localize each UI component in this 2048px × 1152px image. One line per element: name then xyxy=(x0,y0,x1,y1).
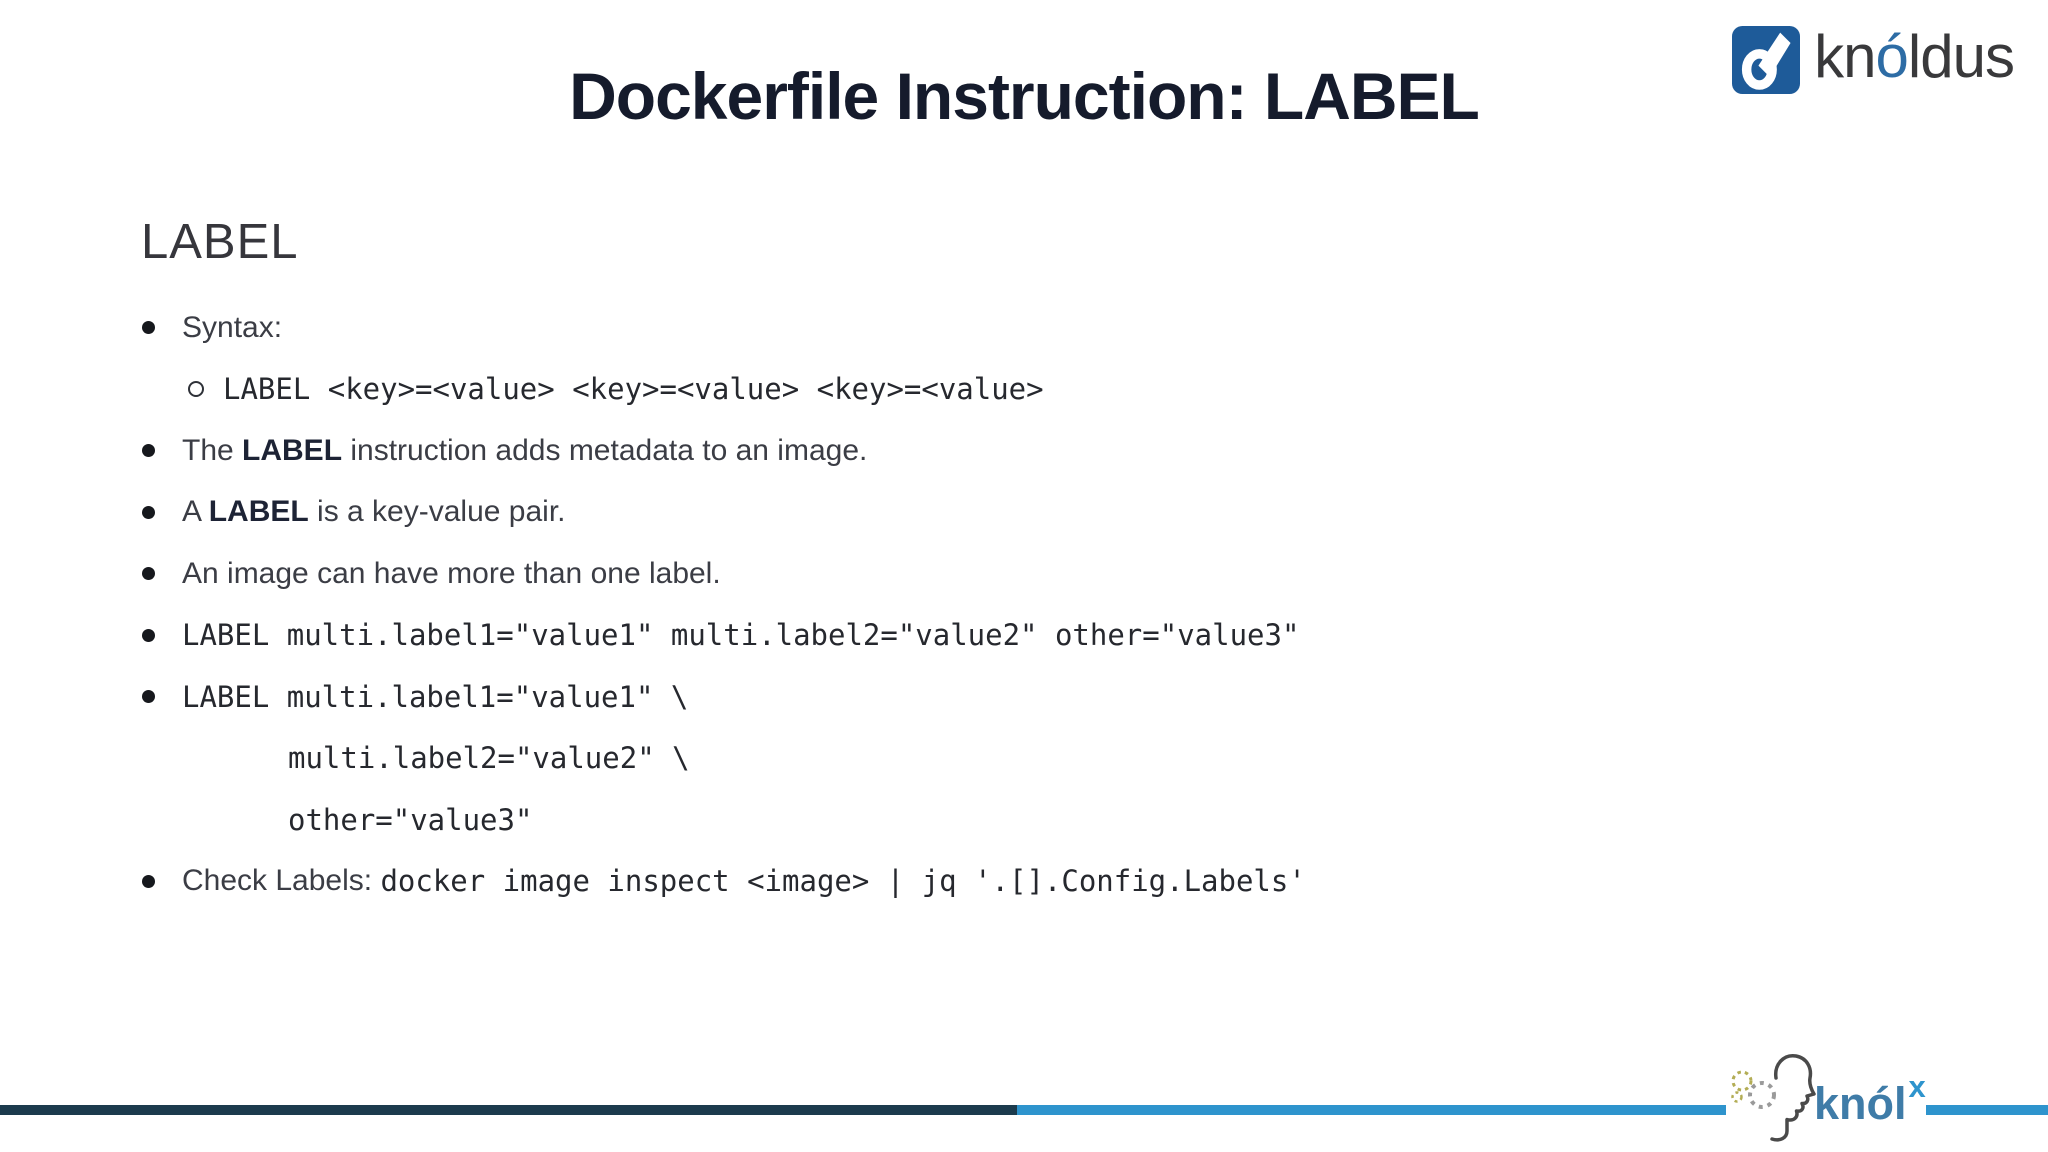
wordmark-accent: ó xyxy=(1875,23,1909,90)
bullet-list: Syntax: LABEL <key>=<value> <key>=<value… xyxy=(140,297,1840,912)
code-text: docker image inspect <image> | jq '.[].C… xyxy=(380,864,1306,899)
head-profile-gears-icon xyxy=(1731,1054,1816,1142)
footer-bar-light xyxy=(1017,1105,2048,1115)
bullet-disc-icon xyxy=(142,690,155,704)
bullet-text: instruction adds metadata to an image. xyxy=(342,433,868,467)
list-item: LABEL <key>=<value> <key>=<value> <key>=… xyxy=(140,359,1840,421)
bullet-bold-text: LABEL xyxy=(242,433,343,467)
bullet-circle-icon xyxy=(188,381,204,398)
list-item: multi.label2="value2" \ xyxy=(140,728,1840,790)
knoldus-logo-icon xyxy=(1732,26,1801,94)
section-heading: LABEL xyxy=(141,215,299,269)
list-item: Syntax: xyxy=(140,297,1840,359)
footer-bar-dark xyxy=(0,1105,1017,1115)
bullet-disc-icon xyxy=(142,874,155,888)
list-item: An image can have more than one label. xyxy=(140,543,1840,605)
code-text: LABEL <key>=<value> <key>=<value> <key>=… xyxy=(223,372,1044,407)
bullet-disc-icon xyxy=(142,505,155,519)
code-text: multi.label2="value2" \ xyxy=(288,741,690,776)
knolx-sup-x: x xyxy=(1908,1068,1926,1104)
list-item: The LABEL instruction adds metadata to a… xyxy=(140,420,1840,482)
list-item: LABEL multi.label1="value1" \ xyxy=(140,666,1840,728)
bullet-text: Check Labels: xyxy=(182,864,381,898)
wordmark-pre: kn xyxy=(1814,23,1876,90)
knoldus-logo: knóldus xyxy=(1732,26,2015,94)
knoldus-wordmark: knóldus xyxy=(1814,27,2015,93)
knolx-wordmark: knólx xyxy=(1814,1071,1926,1129)
bullet-disc-icon xyxy=(142,567,155,581)
bullet-disc-icon xyxy=(142,321,155,335)
page-title: Dockerfile Instruction: LABEL xyxy=(569,59,1480,133)
list-item: Check Labels: docker image inspect <imag… xyxy=(140,851,1840,913)
bullet-text: An image can have more than one label. xyxy=(182,556,721,590)
bullet-text: is a key-value pair. xyxy=(308,495,566,529)
code-text: other="value3" xyxy=(288,802,533,837)
bullet-disc-icon xyxy=(142,444,155,458)
bullet-text: The xyxy=(182,433,243,467)
bullet-disc-icon xyxy=(142,628,155,642)
code-text: LABEL multi.label1="value1" multi.label2… xyxy=(182,618,1300,653)
bullet-text: A xyxy=(182,495,209,529)
code-text: LABEL multi.label1="value1" \ xyxy=(182,679,689,714)
bullet-bold-text: LABEL xyxy=(208,495,309,529)
list-item: LABEL multi.label1="value1" multi.label2… xyxy=(140,605,1840,667)
knolx-text: knól xyxy=(1814,1077,1907,1129)
bullet-text: Syntax: xyxy=(182,310,283,344)
list-item: other="value3" xyxy=(140,789,1840,851)
wordmark-post: ldus xyxy=(1907,23,2015,90)
knolx-logo: knólx xyxy=(1726,1046,1926,1146)
list-item: A LABEL is a key-value pair. xyxy=(140,482,1840,544)
